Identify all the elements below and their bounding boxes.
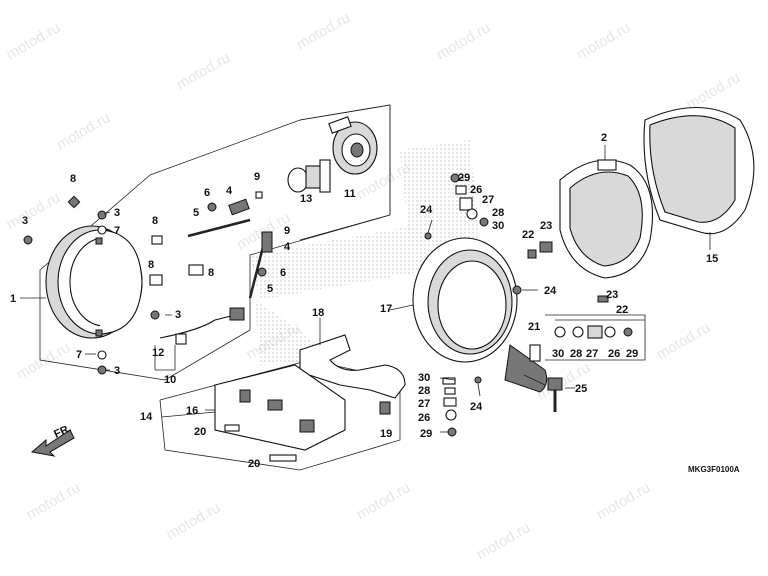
callout-label: 13 (300, 193, 312, 205)
small-parts-right (379, 173, 633, 437)
callout-label: 9 (284, 225, 290, 237)
rim (559, 159, 653, 279)
callout-label: 24 (470, 401, 483, 413)
callout-label: 5 (193, 207, 199, 219)
callout-label: 27 (586, 348, 598, 360)
callout-label: 3 (114, 207, 120, 219)
callout-label: 6 (280, 267, 286, 279)
callout-label: 22 (522, 229, 534, 241)
callout-label: 15 (706, 253, 718, 265)
callout-label: 27 (418, 398, 430, 410)
callout-label: 3 (175, 309, 181, 321)
callout-label: 8 (70, 173, 76, 185)
callout-label: 26 (418, 412, 430, 424)
shading-area (400, 140, 480, 250)
watermark: motod.ru (174, 49, 234, 93)
callout-label: 8 (148, 259, 154, 271)
callout-label: 9 (254, 171, 260, 183)
callout-label: 29 (626, 348, 638, 360)
headlight-unit (45, 225, 143, 339)
callout-label: 24 (420, 204, 433, 216)
diagram-code: MKG3F0100A (688, 465, 740, 474)
callout-label: 21 (528, 321, 540, 333)
watermark: motod.ru (574, 19, 634, 63)
callout-label: 19 (380, 428, 392, 440)
callout-label: 25 (575, 383, 587, 395)
callout-label: 27 (482, 194, 494, 206)
callout-label: 30 (418, 372, 430, 384)
watermark: motod.ru (4, 189, 64, 233)
bracket-18 (299, 334, 406, 399)
callout-label: 6 (204, 187, 210, 199)
callout-label: 3 (22, 215, 28, 227)
callout-label: 30 (492, 220, 504, 232)
callout-label: 1 (10, 293, 16, 305)
callout-label: 29 (458, 172, 470, 184)
callout-label: 26 (470, 184, 482, 196)
callout-label: 26 (608, 348, 620, 360)
watermark: motod.ru (4, 19, 64, 63)
callout-label: 23 (606, 289, 618, 301)
callout-label: 28 (570, 348, 582, 360)
callout-label: 23 (540, 220, 552, 232)
callout-label: 4 (284, 241, 291, 253)
callout-label: 2 (601, 132, 607, 144)
callout-label: 18 (312, 307, 324, 319)
watermark: motod.ru (474, 519, 534, 563)
license-plate (214, 364, 346, 462)
small-parts-left (23, 191, 273, 375)
watermark: motod.ru (14, 339, 74, 383)
callout-label: 28 (492, 207, 504, 219)
bulb-socket (287, 116, 378, 193)
callout-label: 11 (344, 188, 356, 200)
callout-label: 30 (552, 348, 564, 360)
watermark: motod.ru (684, 69, 744, 113)
watermark: motod.ru (164, 499, 224, 543)
callout-label: 8 (208, 267, 214, 279)
callout-label: 7 (114, 225, 120, 237)
watermark: motod.ru (294, 9, 354, 53)
group-outline-bulb (299, 104, 391, 241)
callouts: 1 2 3 3 3 3 4 4 5 5 6 6 7 7 8 8 8 8 9 9 … (10, 132, 718, 470)
watermark: motod.ru (654, 319, 714, 363)
callout-label: 8 (152, 215, 158, 227)
callout-label: 17 (380, 303, 392, 315)
front-direction-arrow: FR. (30, 422, 75, 457)
callout-label: 12 (152, 347, 164, 359)
callout-label: 16 (186, 405, 198, 417)
callout-label: 3 (114, 365, 120, 377)
callout-label: 14 (140, 411, 153, 423)
watermark: motod.ru (24, 479, 84, 523)
callout-label: 22 (616, 304, 628, 316)
callout-label: 4 (226, 185, 233, 197)
callout-label: 10 (164, 374, 176, 386)
callout-label: 28 (418, 385, 430, 397)
headlight-shell (643, 107, 755, 235)
callout-label: 5 (267, 283, 273, 295)
watermark: motod.ru (594, 479, 654, 523)
callout-label: 24 (544, 285, 557, 297)
leader-lines (20, 145, 711, 433)
headlight-case (412, 237, 548, 393)
shading-area (250, 225, 430, 300)
watermark: motod.ru (434, 19, 494, 63)
callout-label: 20 (194, 426, 206, 438)
group-outline-bracket (545, 314, 646, 361)
watermark: motod.ru (54, 109, 114, 153)
callout-label: 7 (76, 349, 82, 361)
callout-label: 20 (248, 458, 260, 470)
callout-label: 29 (420, 428, 432, 440)
watermark: motod.ru (354, 479, 414, 523)
